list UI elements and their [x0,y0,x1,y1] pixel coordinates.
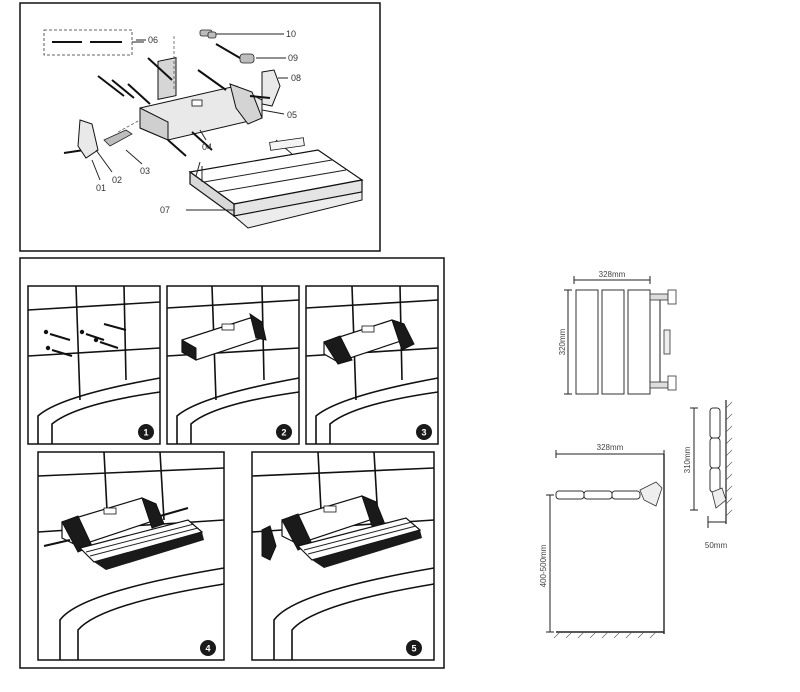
part-label-10: 10 [286,29,296,39]
step-4-panel: 4 [37,451,225,661]
seat-folded-side-view: 310mm 50mm [683,400,733,550]
dim-mount-height: 400-500mm [539,544,548,587]
pin-sleeve [103,129,133,147]
step-2-panel: 2 [166,285,300,445]
part-label-04: 04 [202,142,212,152]
dim-side-width: 328mm [597,443,624,452]
step-4-number: 4 [205,644,210,654]
step-5-panel: 5 [251,451,435,661]
dimensions-drawing: 328mm 320mm [539,270,733,639]
mounting-bracket [139,56,263,141]
seat-open-side-view: 328mm 400-500mm [539,443,665,639]
part-label-01: 01 [96,183,106,193]
exploded-view-panel: 01 02 03 04 05 06 07 08 09 10 [19,2,381,252]
dim-top-depth: 320mm [558,328,567,355]
part-label-05: 05 [287,110,297,120]
step-2-number: 2 [281,428,286,438]
folding-seat [188,137,364,229]
dim-folded-height: 310mm [683,446,692,473]
installation-steps-panel: 1 2 [19,257,445,669]
part-label-02: 02 [112,175,122,185]
seat-top-view: 328mm 320mm [558,270,677,395]
part-label-06: 06 [148,35,158,45]
step-1-panel: 1 [27,285,161,445]
step-3-panel: 3 [305,285,439,445]
part-label-03: 03 [140,166,150,176]
part-label-09: 09 [288,53,298,63]
end-cap [239,53,255,64]
screw [97,75,125,97]
part-label-08: 08 [291,73,301,83]
step-5-number: 5 [411,644,416,654]
step-3-number: 3 [421,428,426,438]
dim-wall-gap: 50mm [705,541,728,550]
part-label-07: 07 [160,205,170,215]
wall-plate [77,119,99,159]
end-cap-shape [261,525,277,561]
dim-top-width: 328mm [599,270,626,279]
step-1-number: 1 [143,428,148,438]
